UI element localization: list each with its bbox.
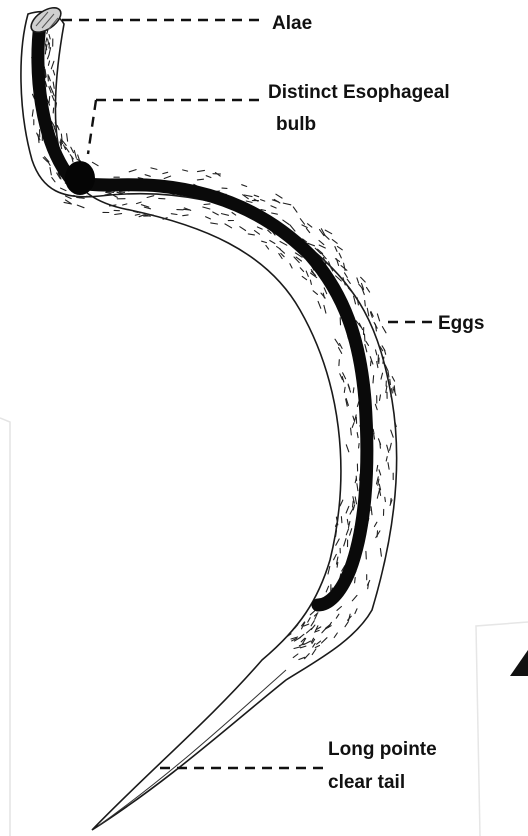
egg-mark: [261, 200, 265, 202]
egg-mark: [119, 192, 124, 193]
egg-mark: [45, 48, 46, 54]
label-alae: Alae: [272, 13, 312, 34]
egg-mark: [163, 172, 168, 173]
label-esophageal-bulb-line1: Distinct Esophageal: [268, 82, 450, 103]
panel-edge-left: [0, 418, 10, 836]
egg-mark: [242, 185, 247, 187]
egg-mark: [353, 501, 354, 507]
egg-mark: [344, 263, 346, 270]
egg-mark: [300, 219, 304, 225]
egg-mark: [351, 428, 352, 435]
egg-mark: [335, 247, 337, 252]
egg-mark: [129, 170, 136, 172]
egg-mark: [341, 517, 342, 523]
egg-mark: [293, 207, 297, 212]
egg-mark: [92, 162, 98, 165]
egg-mark: [49, 97, 50, 104]
egg-mark: [151, 168, 157, 170]
egg-mark: [319, 241, 324, 245]
egg-mark: [271, 206, 276, 208]
egg-mark: [390, 379, 391, 384]
egg-mark: [67, 134, 68, 142]
egg-mark: [164, 176, 170, 178]
egg-mark: [357, 278, 359, 283]
egg-mark: [355, 578, 356, 583]
egg-mark: [74, 150, 76, 158]
egg-mark: [382, 327, 386, 333]
egg-mark: [204, 204, 210, 205]
egg-mark: [56, 103, 57, 108]
egg-mark: [246, 201, 252, 202]
egg-mark: [392, 377, 394, 382]
egg-mark: [365, 301, 366, 306]
egg-mark: [359, 444, 360, 449]
egg-mark: [71, 147, 74, 152]
egg-mark: [198, 170, 205, 171]
egg-mark: [345, 273, 348, 278]
egg-mark: [276, 194, 282, 198]
label-tail-line1: Long pointe: [328, 739, 437, 760]
egg-mark: [183, 170, 188, 171]
egg-mark: [339, 253, 341, 258]
egg-mark: [206, 176, 211, 178]
label-esophageal-bulb-line2: bulb: [276, 114, 316, 135]
egg-mark: [380, 443, 381, 449]
egg-mark: [337, 246, 342, 249]
esophageal-bulb: [65, 161, 95, 195]
egg-mark: [347, 279, 350, 283]
label-tail-line2: clear tail: [328, 772, 405, 793]
egg-mark: [115, 214, 122, 215]
egg-mark: [361, 277, 366, 282]
egg-mark: [283, 220, 289, 224]
panel-edge-right: [476, 622, 528, 836]
egg-mark: [302, 225, 307, 228]
egg-mark: [367, 287, 370, 292]
egg-mark: [77, 205, 84, 208]
egg-mark: [145, 175, 150, 177]
egg-mark: [371, 361, 372, 366]
egg-mark: [325, 230, 332, 234]
egg-mark: [388, 372, 389, 377]
egg-mark: [272, 213, 278, 214]
esophageal-leader: [88, 100, 262, 154]
partial-arrowhead: [510, 650, 528, 676]
egg-mark: [393, 387, 394, 393]
egg-mark: [367, 308, 369, 316]
egg-mark: [373, 376, 374, 383]
egg-mark: [353, 388, 354, 393]
worm-body: [21, 12, 397, 830]
egg-mark: [283, 203, 291, 205]
label-eggs: Eggs: [438, 313, 484, 334]
egg-mark: [308, 224, 312, 227]
egg-mark: [306, 228, 309, 232]
egg-mark: [394, 386, 395, 392]
egg-mark: [197, 179, 203, 180]
egg-mark: [377, 314, 379, 321]
egg-mark: [337, 562, 338, 567]
egg-mark: [332, 240, 337, 244]
egg-mark: [391, 389, 392, 397]
egg-mark: [385, 497, 386, 501]
egg-mark: [319, 245, 325, 248]
egg-mark: [135, 214, 140, 215]
egg-mark: [63, 141, 67, 146]
egg-mark: [254, 195, 258, 197]
